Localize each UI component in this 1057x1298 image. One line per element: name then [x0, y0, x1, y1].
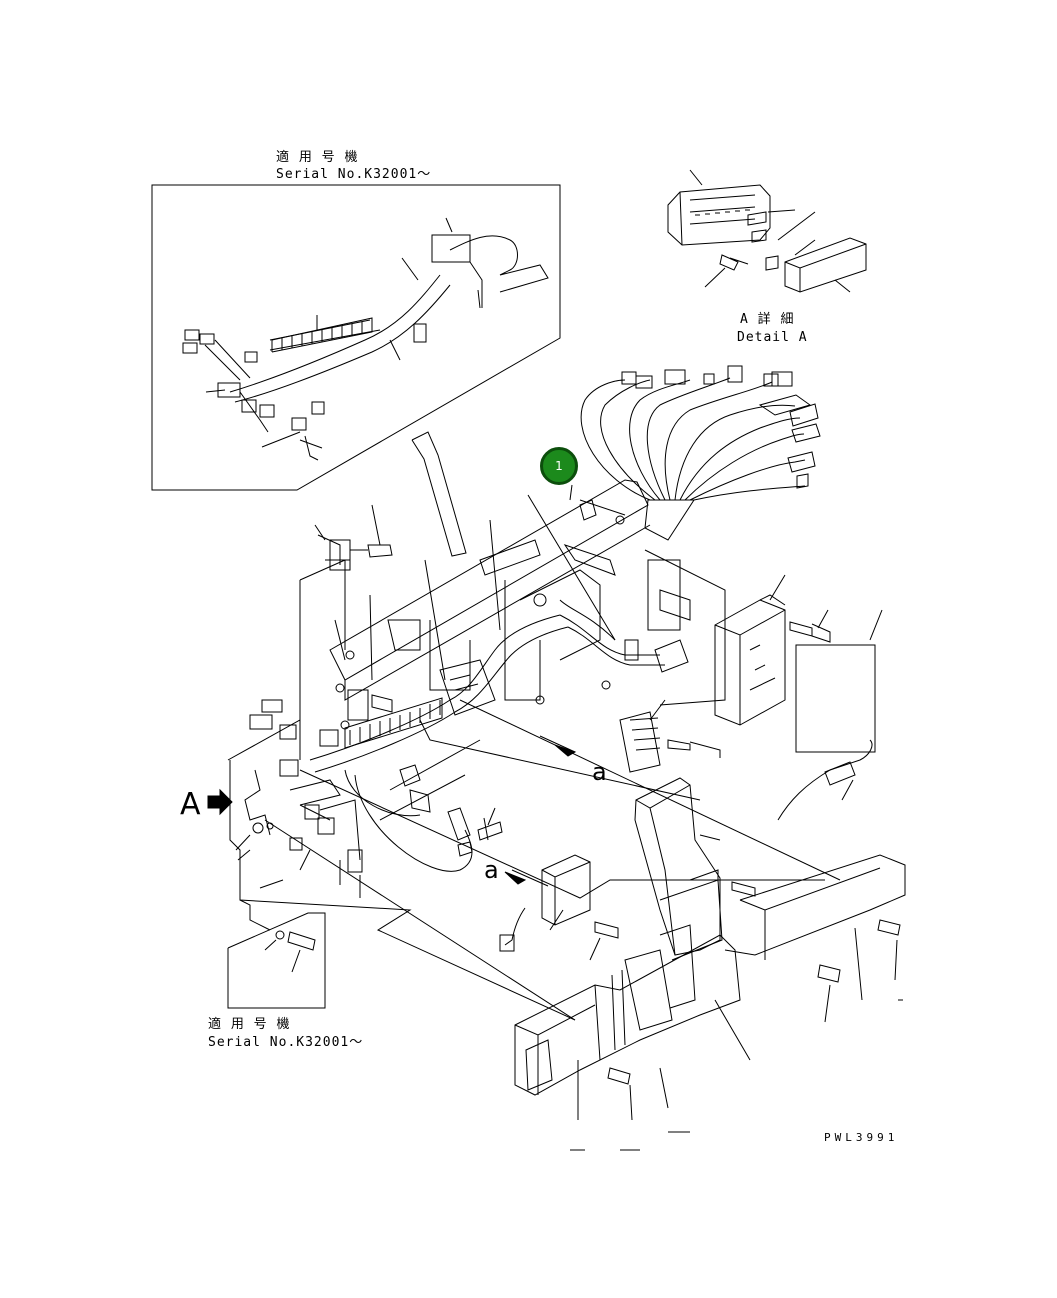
ref-a-upper: a: [592, 758, 607, 786]
ref-arrows: [504, 735, 577, 887]
detail-a-label-jp: A 詳 細: [740, 312, 795, 327]
main-harness: [244, 559, 691, 873]
inset-frame-top: [151, 184, 561, 491]
wire-bundle: [580, 365, 821, 541]
direction-arrow: [411, 431, 467, 557]
inset-top-label-en: Serial No.K32001〜: [276, 167, 432, 182]
view-arrow: [207, 788, 233, 816]
inset-bottom-label-jp: 適 用 号 機: [208, 1017, 291, 1032]
detail-a-connector: [667, 169, 867, 293]
view-a-marker: A: [180, 787, 201, 822]
inset-top-label-jp: 適 用 号 機: [276, 150, 359, 165]
callout-number: 1: [555, 459, 563, 473]
ref-a-lower: a: [484, 856, 499, 884]
drawing-code: PWL3991: [824, 1131, 899, 1144]
detail-a-label-en: Detail A: [737, 330, 808, 345]
inset-bottom-label-en: Serial No.K32001〜: [208, 1035, 364, 1050]
small-components: [275, 594, 901, 1085]
main-frame: [227, 479, 841, 1021]
part-callout-1[interactable]: 1: [540, 447, 578, 485]
leader-lines: [235, 484, 903, 1151]
air-duct: [514, 777, 906, 1096]
